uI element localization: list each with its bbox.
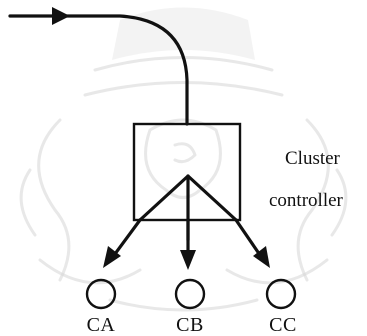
node-circle-ca <box>85 278 117 310</box>
arrowhead-cc <box>253 246 270 268</box>
arrowhead-cb <box>180 250 196 270</box>
branch-cb <box>180 218 196 270</box>
node-label-ca: CA <box>87 314 116 336</box>
controller-label-line2: controller <box>269 190 344 211</box>
node-circle-cc <box>265 278 297 310</box>
incoming-arrowhead <box>52 7 70 25</box>
branch-ca <box>103 218 142 268</box>
controller-label-line1: Cluster <box>285 148 341 169</box>
incoming-link <box>8 7 189 126</box>
node-circle-cb <box>174 278 206 310</box>
arrowhead-ca <box>103 246 121 268</box>
node-label-cc: CC <box>269 314 297 336</box>
node-label-cb: CB <box>176 314 204 336</box>
branch-cc <box>234 218 270 268</box>
